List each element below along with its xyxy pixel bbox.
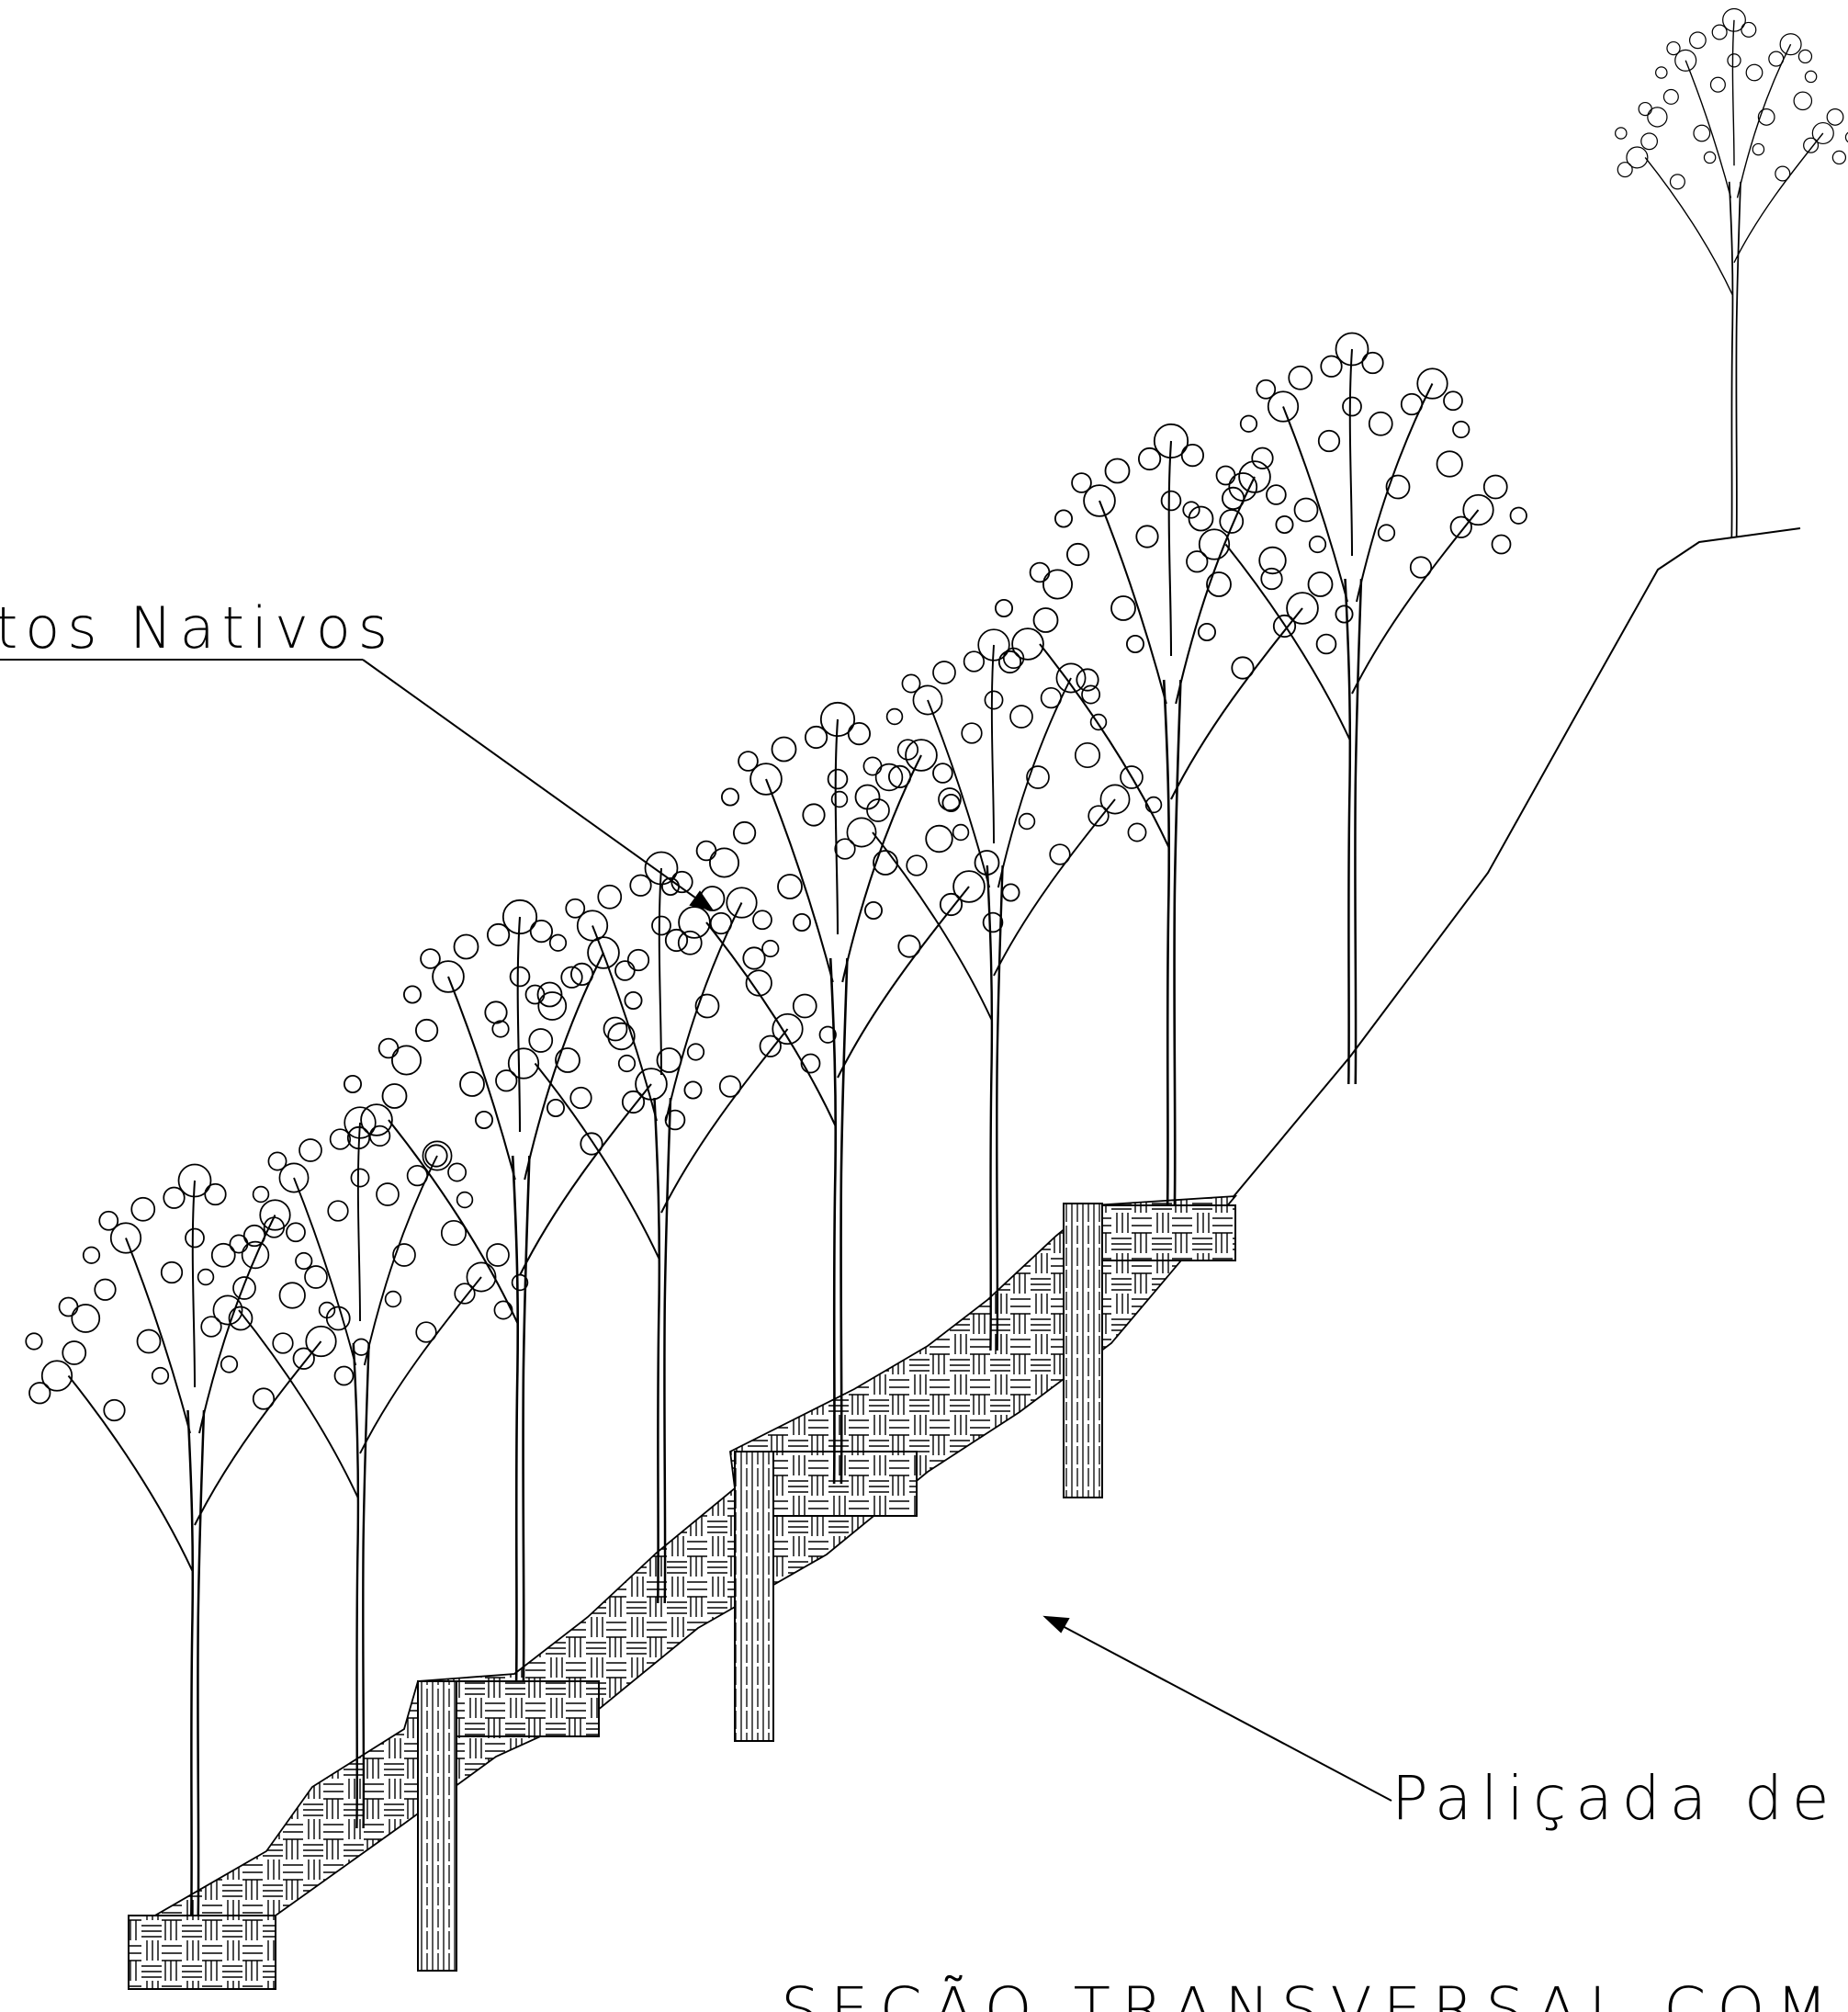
section-title: SEÇÃO TRANSVERSAL COM SOLUÇÃO [781, 1974, 1848, 2012]
palisade-wall [1063, 1203, 1103, 1498]
tree-row [25, 7, 1848, 1917]
palisade-wall [417, 1680, 457, 1972]
terrace-fill [128, 1194, 1238, 1921]
palisade-wall [734, 1451, 774, 1742]
palisade-leader [1042, 1615, 1392, 1802]
tree-icon [1182, 332, 1528, 1086]
palisade-label: Paliçada de [1392, 1763, 1839, 1834]
tree-icon [1614, 7, 1848, 538]
native-seedlings-label: tos Nativos [0, 594, 395, 661]
palisade-walls [417, 1203, 1103, 1972]
terrace-ledges [128, 1204, 1236, 1990]
tree-icon [994, 423, 1354, 1207]
native-seedlings-leader [0, 659, 715, 911]
